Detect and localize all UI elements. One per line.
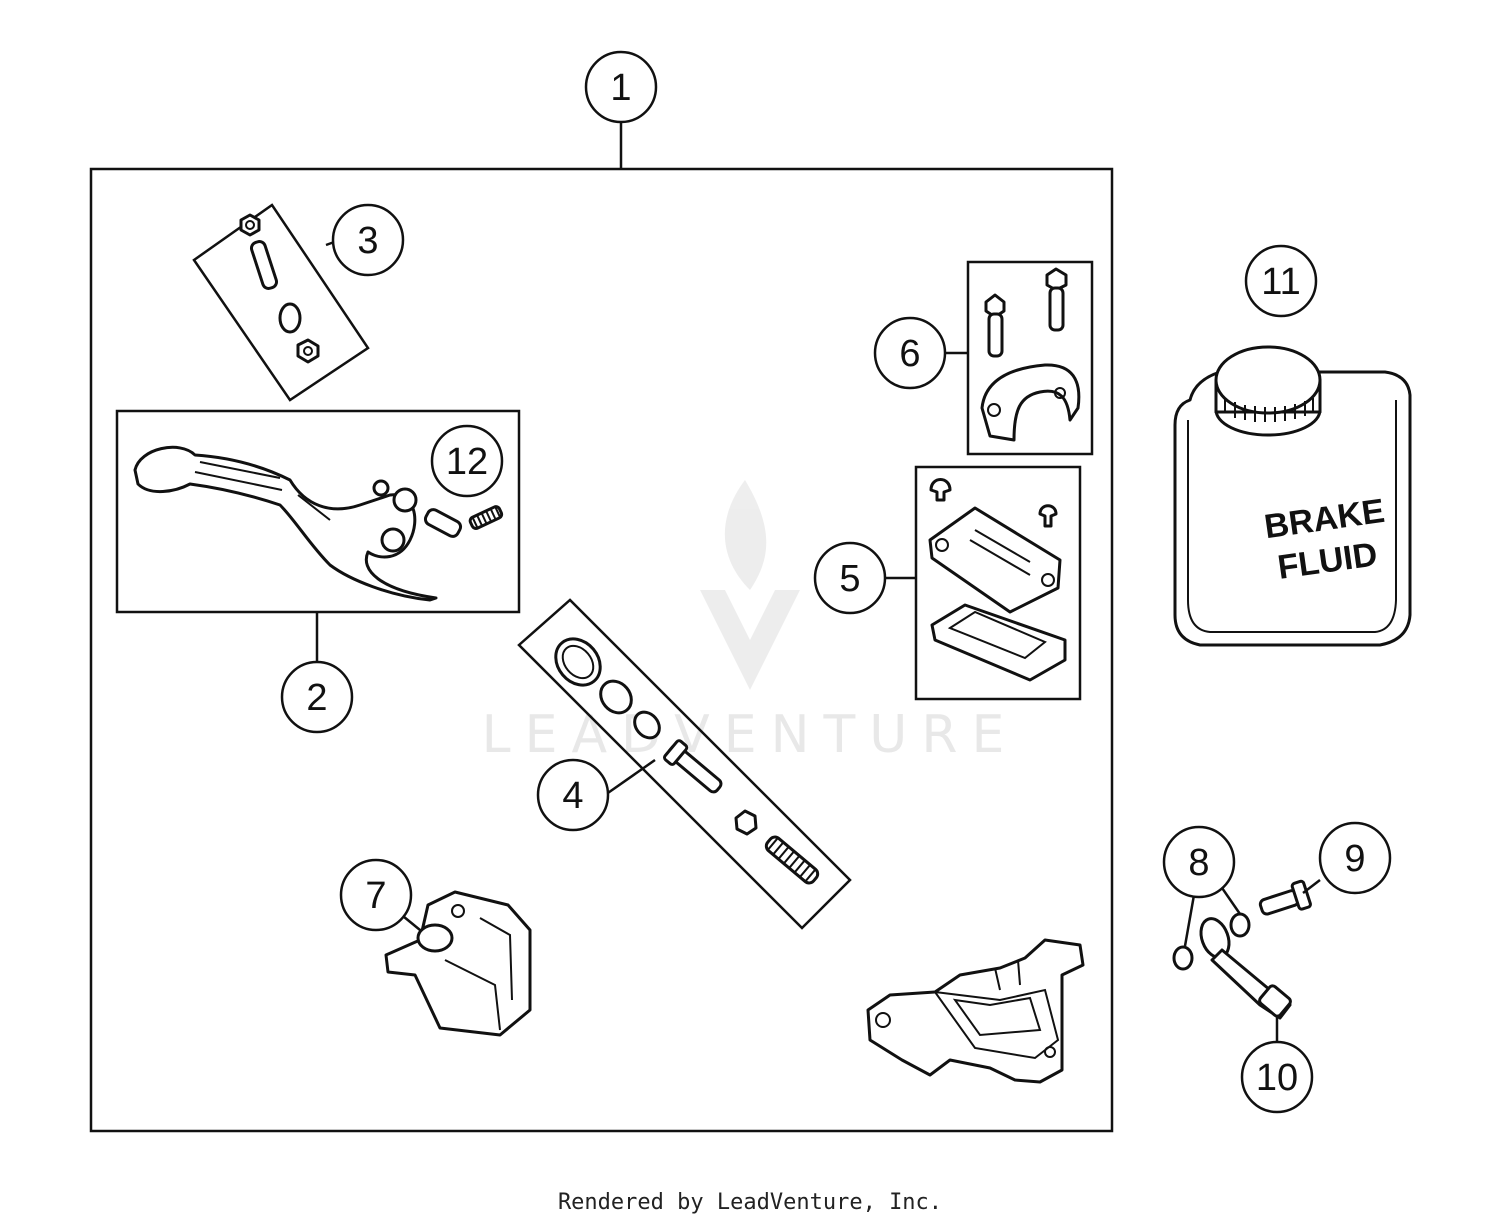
master-cylinder-cap-part (384, 890, 532, 1037)
callout-5: 5 (813, 541, 887, 615)
callout-9: 9 (1318, 821, 1392, 895)
svg-text:8: 8 (1188, 842, 1209, 884)
callout-8: 8 (1162, 825, 1236, 899)
svg-text:4: 4 (562, 775, 583, 817)
svg-text:6: 6 (899, 333, 920, 375)
svg-text:3: 3 (357, 220, 378, 262)
handlebar-clamp-part (966, 260, 1094, 456)
callout-3: 3 (331, 203, 405, 277)
callout-12: 12 (430, 424, 504, 498)
svg-text:9: 9 (1344, 838, 1365, 880)
svg-text:11: 11 (1261, 261, 1300, 303)
callout-1: 1 (584, 50, 658, 124)
callout-7: 7 (339, 858, 413, 932)
svg-text:10: 10 (1256, 1057, 1298, 1099)
svg-text:1: 1 (610, 67, 631, 109)
svg-text:2: 2 (306, 677, 327, 719)
callout-4: 4 (536, 758, 610, 832)
brake-fluid-bottle-part: BRAKE FLUID (1173, 345, 1412, 647)
callout-2: 2 (280, 660, 354, 734)
watermark-logo: LEADVENTURE (482, 480, 1019, 765)
svg-text:7: 7 (365, 875, 386, 917)
callout-11: 11 (1244, 244, 1318, 318)
svg-text:5: 5 (839, 558, 860, 600)
master-cylinder-body-part (866, 938, 1085, 1084)
banjo-fitting-parts (1172, 879, 1312, 1020)
reservoir-cover-part (914, 465, 1082, 701)
callout-10: 10 (1240, 1040, 1314, 1114)
footer-credit: Rendered by LeadVenture, Inc. (557, 1190, 943, 1215)
piston-kit-part (517, 598, 852, 930)
kit-box (89, 167, 1114, 1133)
callout-6: 6 (873, 316, 947, 390)
bolt-kit-part (192, 203, 370, 402)
svg-text:12: 12 (446, 441, 488, 483)
watermark-text: LEADVENTURE (482, 705, 1019, 765)
